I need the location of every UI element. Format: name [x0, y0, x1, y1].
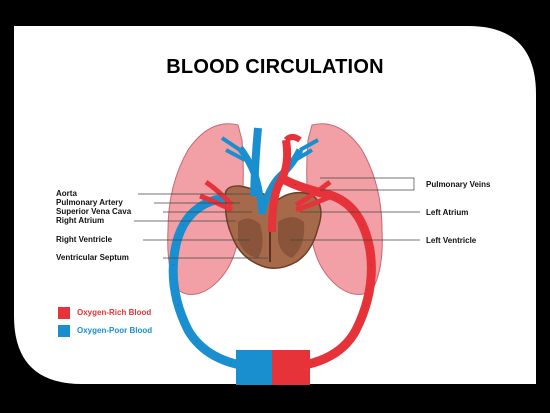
label-superior-vena-cava: Superior Vena Cava — [56, 207, 132, 216]
label-pulmonary-veins: Pulmonary Veins — [426, 180, 491, 189]
capillary-bed — [236, 350, 272, 385]
diagram-title: BLOOD CIRCULATION — [166, 56, 384, 78]
label-right-atrium: Right Atrium — [56, 216, 105, 225]
superior-vena-cava — [250, 127, 262, 197]
label-right-ventricle: Right Ventricle — [56, 235, 113, 244]
legend-label-oxygen-poor: Oxygen-Poor Blood — [77, 326, 153, 335]
label-ventricular-septum: Ventricular Septum — [56, 253, 129, 262]
pulmonary-veins — [199, 179, 336, 213]
legend-label-oxygen-rich: Oxygen-Rich Blood — [77, 308, 152, 317]
label-pulmonary-artery: Pulmonary Artery — [56, 198, 123, 207]
label-aorta: Aorta — [56, 189, 77, 198]
legend-swatch-blue — [58, 325, 70, 337]
oxygen-rich-outflow-vessel — [271, 175, 376, 373]
label-left-atrium: Left Atrium — [426, 208, 469, 217]
aorta — [268, 139, 292, 233]
legend-swatch-red — [58, 307, 70, 319]
label-left-ventricle: Left Ventricle — [426, 236, 477, 245]
